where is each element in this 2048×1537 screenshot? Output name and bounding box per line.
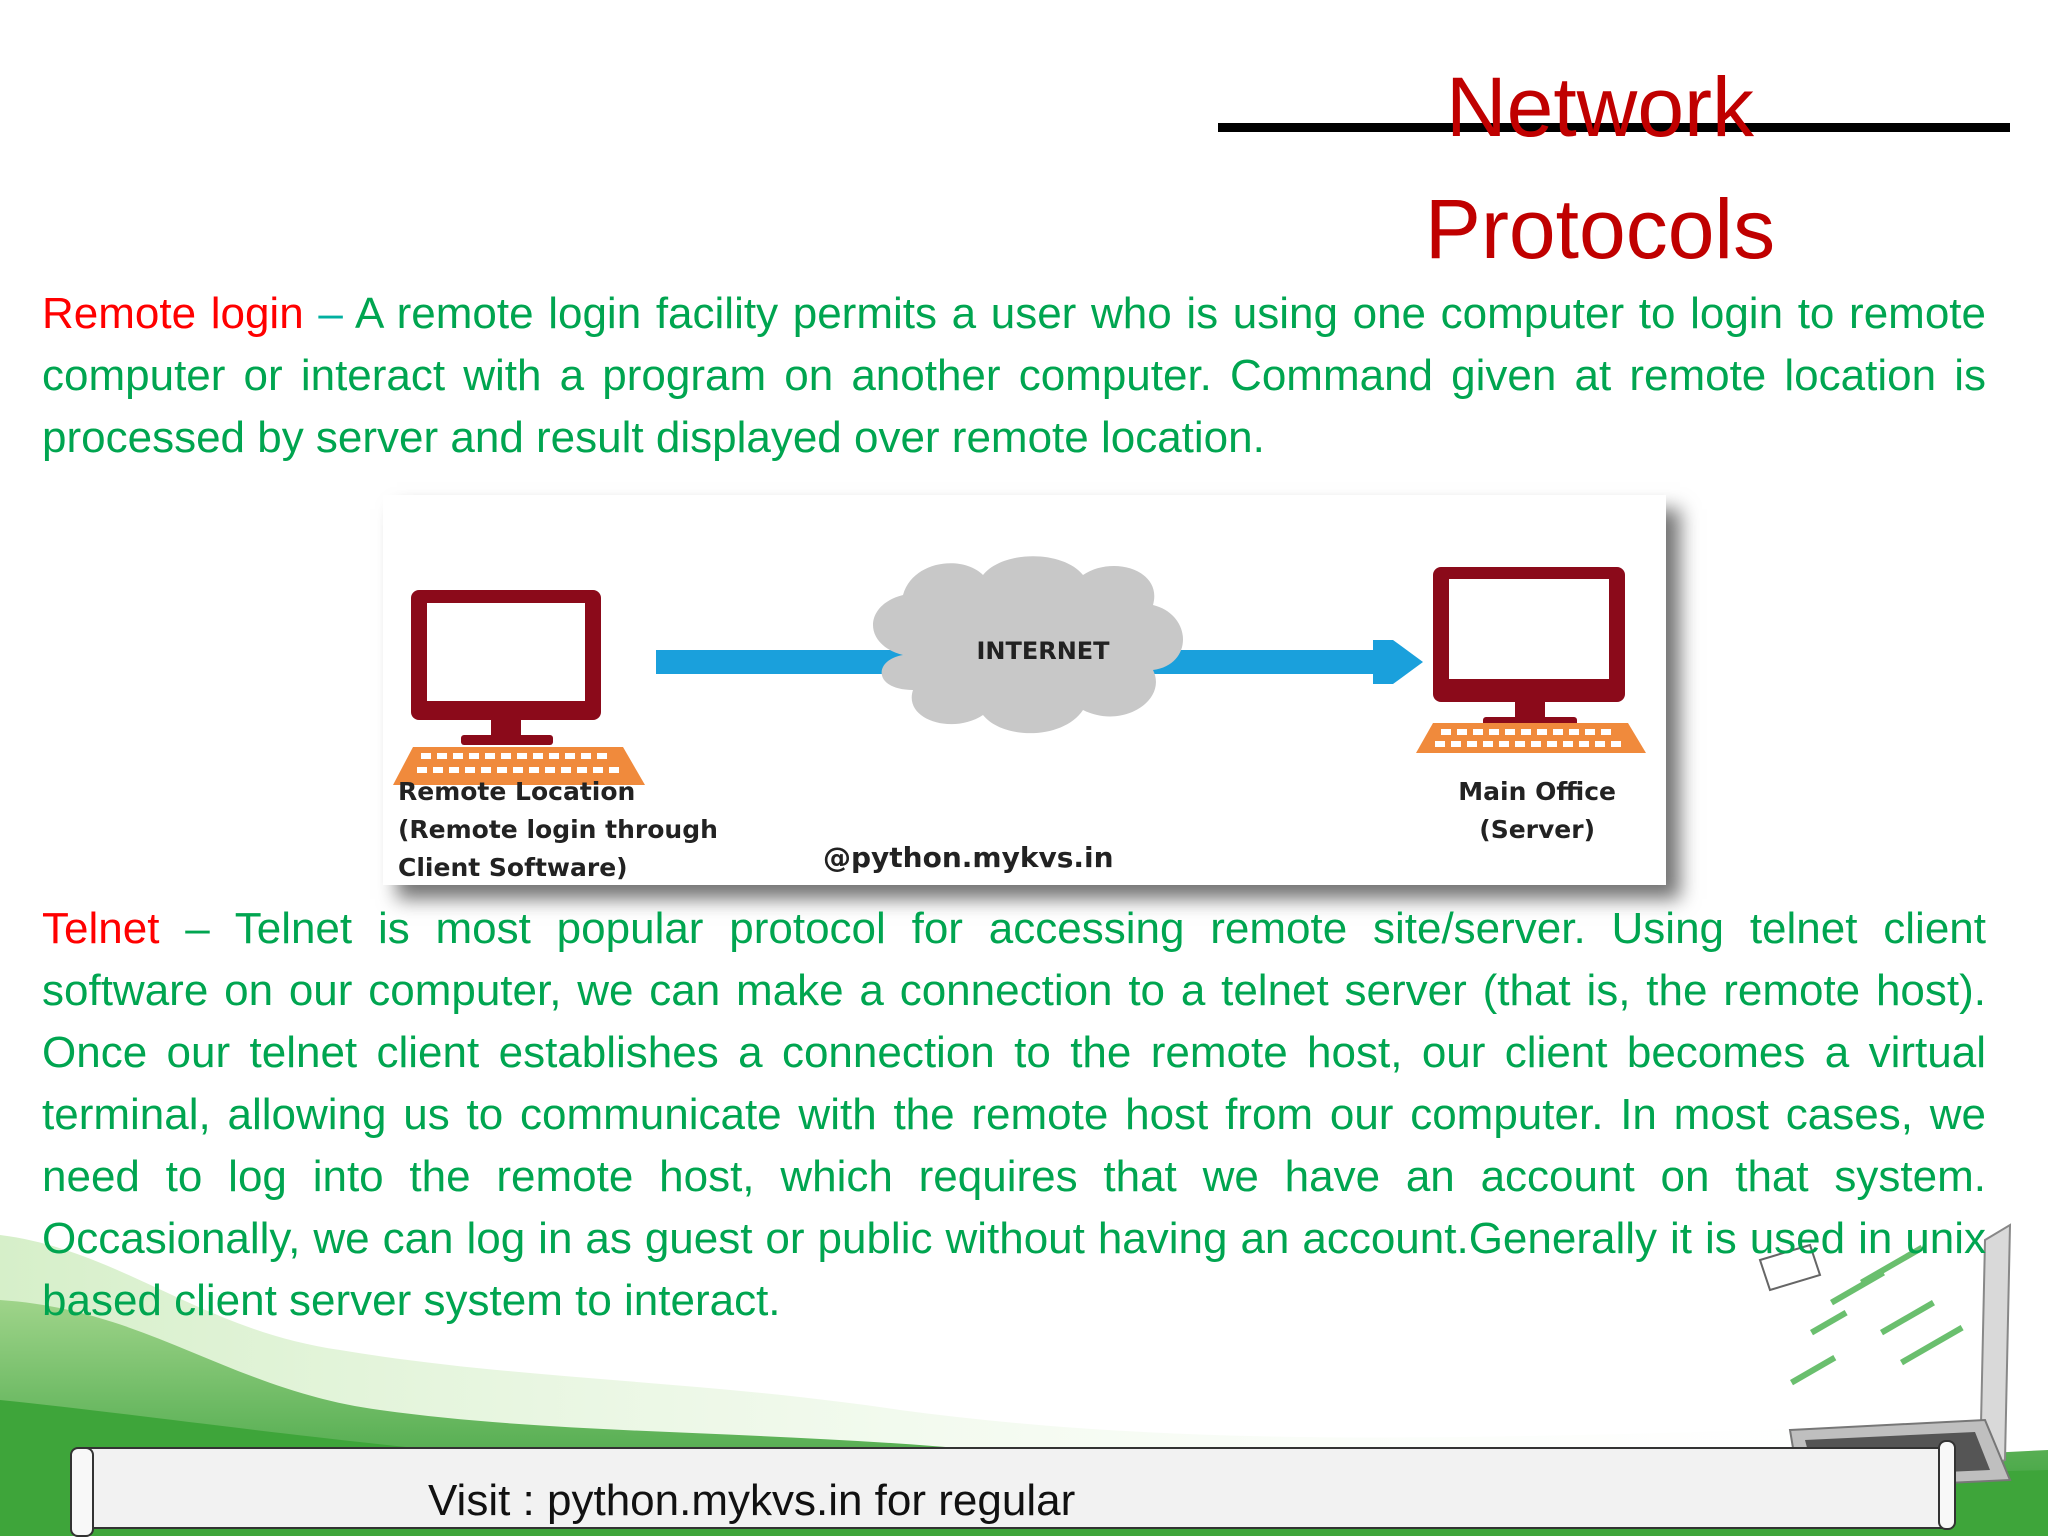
server-caption-line-1: Main Office: [1458, 777, 1616, 806]
server-caption: Main Office (Server): [1458, 773, 1616, 849]
footer-scroll-right: [1938, 1440, 1956, 1530]
client-caption: Remote Location (Remote login through Cl…: [398, 773, 718, 887]
footer-text: Visit : python.mykvs.in for regular: [428, 1476, 1076, 1525]
diagram-watermark: @python.mykvs.in: [823, 841, 1114, 874]
telnet-paragraph: Telnet – Telnet is most popular protocol…: [42, 898, 1986, 1332]
client-caption-line-3: Client Software): [398, 853, 628, 882]
client-computer-icon: [393, 590, 645, 785]
remote-login-diagram: INTERNET Remote Location (Remote login t…: [383, 495, 1666, 885]
remote-login-text: A remote login facility permits a user w…: [42, 289, 1986, 462]
diagram-graphics: [393, 556, 1646, 785]
server-computer-icon: [1416, 567, 1646, 753]
internet-label: INTERNET: [976, 637, 1110, 665]
client-caption-line-1: Remote Location: [398, 777, 636, 806]
client-caption-line-2: (Remote login through: [398, 815, 718, 844]
internet-cloud-icon: [873, 556, 1183, 734]
title-underline: [1218, 123, 2010, 132]
server-caption-line-2: (Server): [1479, 815, 1595, 844]
remote-login-paragraph: Remote login – A remote login facility p…: [42, 283, 1986, 469]
footer-banner: [80, 1447, 1954, 1529]
page-title: Network Protocols: [1300, 46, 1900, 290]
telnet-term: Telnet: [42, 904, 160, 953]
title-line-2: Protocols: [1424, 182, 1776, 276]
telnet-text: Telnet is most popular protocol for acce…: [42, 904, 1986, 1325]
remote-login-dash: –: [303, 289, 356, 338]
remote-login-term: Remote login: [42, 289, 304, 338]
title-line-1: Network: [1445, 60, 1755, 154]
footer-scroll-left: [70, 1447, 94, 1537]
telnet-dash: –: [159, 904, 235, 953]
